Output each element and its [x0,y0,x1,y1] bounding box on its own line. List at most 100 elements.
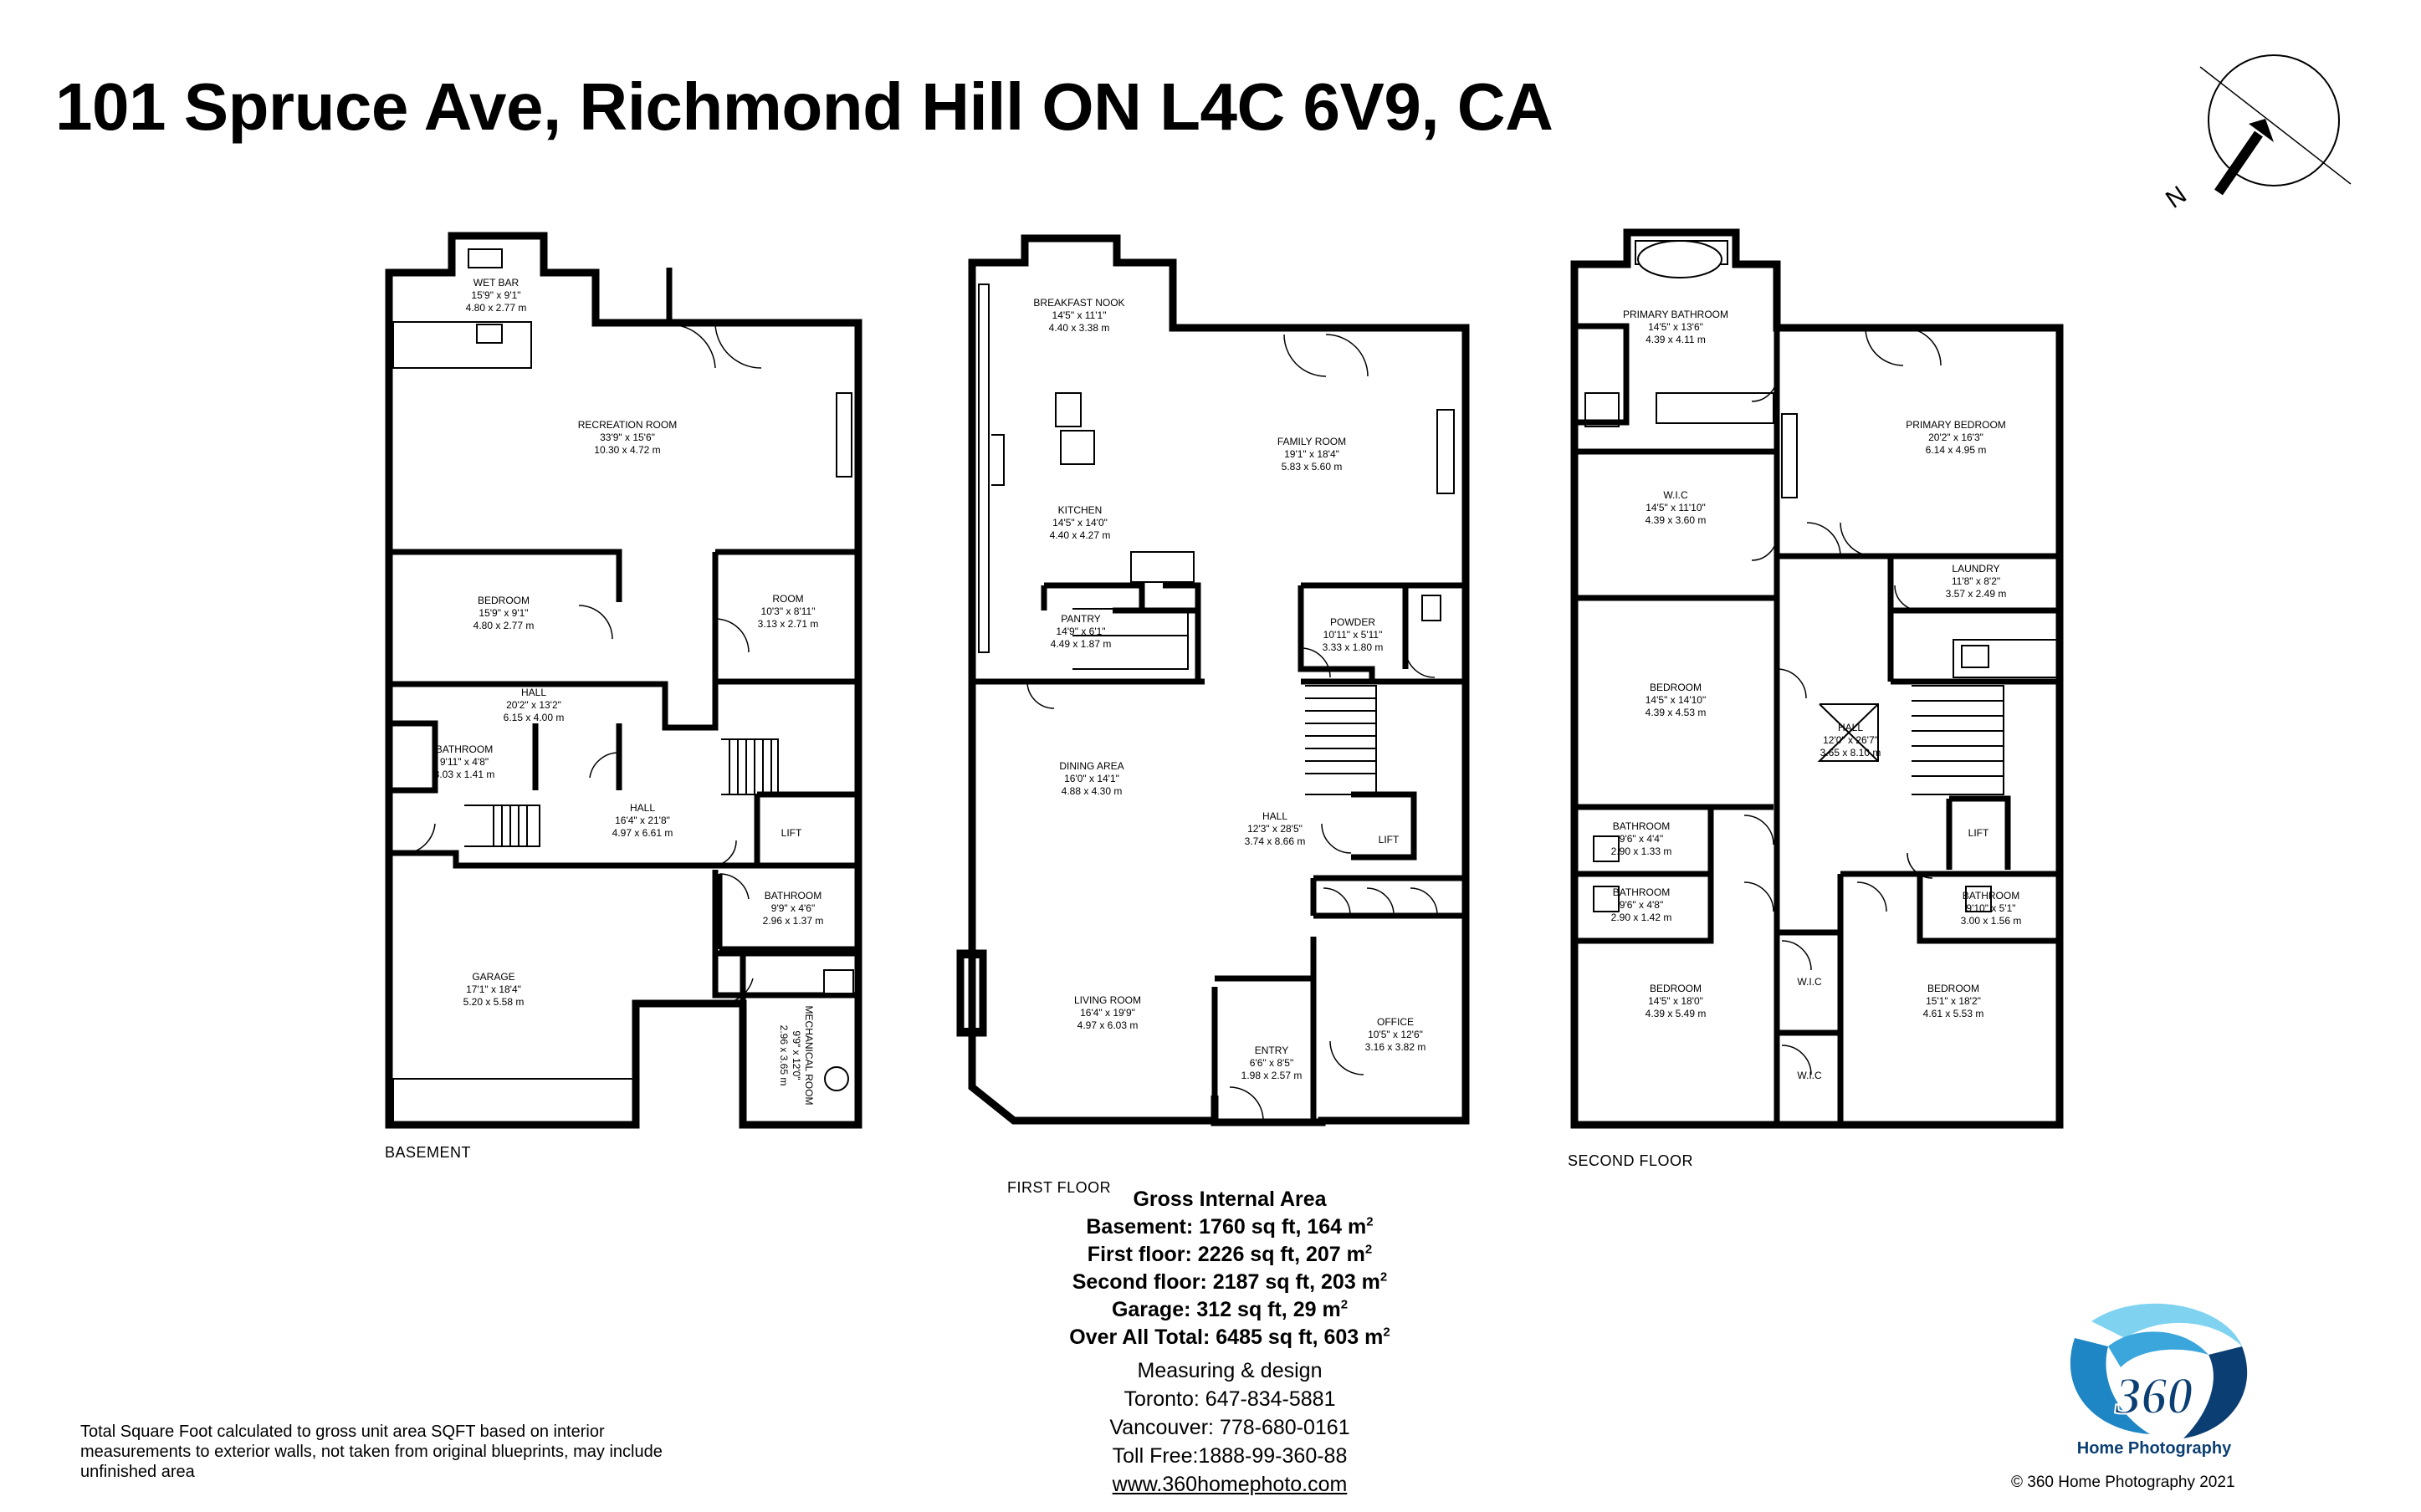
room-dims-imperial: 20'2" x 16'3" [1928,432,1983,443]
room-dims-imperial: 10'3" x 8'11" [761,605,816,617]
room-dims-metric: 3.57 x 2.49 m [1946,588,2007,600]
room-dims-imperial: 14'9" x 6'1" [1056,626,1105,637]
gia-line-total: Over All Total: 6485 sq ft, 603 m2 [1069,1325,1390,1349]
copyright-text: © 360 Home Photography 2021 [2011,1474,2235,1491]
floor-label-basement: BASEMENT [385,1144,472,1161]
logo-text: Home Photography [2077,1439,2232,1458]
room-dims-metric: 2.90 x 1.42 m [1611,912,1672,923]
room-dims-imperial: 10'11" x 5'11" [1323,629,1383,641]
room-dims-metric: 3.74 x 8.66 m [1245,835,1306,847]
room-name: ROOM [772,593,803,605]
floor-label-first-floor: FIRST FLOOR [1007,1179,1112,1196]
disclaimer-text: Total Square Foot calculated to gross un… [80,1423,663,1481]
room-name: PRIMARY BEDROOM [1906,419,2006,431]
room-dims-metric: 4.61 x 5.53 m [1923,1008,1984,1019]
room-dims-metric: 4.80 x 2.77 m [466,302,527,314]
room-name: W.I.C [1797,1070,1822,1081]
room-name: HALL [1262,810,1287,822]
contact-toronto-phone: Toronto: 647-834-5881 [1123,1387,1336,1411]
room-name: OFFICE [1377,1016,1414,1028]
room-name: PRIMARY BATHROOM [1623,309,1728,320]
room-dims-imperial: 6'6" x 8'5" [1250,1057,1293,1069]
room-dims-metric: 2.96 x 1.37 m [763,915,824,927]
room-dims-imperial: 12'3" x 28'5" [1247,823,1303,835]
room-dims-metric: 3.65 x 8.10 m [1820,747,1881,759]
basement-plan [385,232,862,1129]
room-dims-imperial: 14'5" x 13'6" [1648,321,1703,333]
contact-toll-free: Toll Free:1888-99-360-88 [1112,1444,1348,1468]
room-name: PANTRY [1061,613,1101,625]
room-name: BATHROOM [436,743,493,755]
company-logo: 360 Home Photography [2070,1303,2248,1458]
room-dims-imperial: 15'9" x 9'1" [471,289,520,301]
room-dims-metric: 4.49 x 1.87 m [1051,638,1112,650]
room-name: HALL [1838,722,1863,733]
room-dims-imperial: 14'5" x 11'1" [1052,309,1107,321]
gia-line-first-floor: First floor: 2226 sq ft, 207 m2 [1087,1242,1373,1266]
room-name: LAUNDRY [1952,563,1999,575]
room-name: W.I.C [1797,976,1822,988]
room-name: LIFT [781,827,802,839]
room-dims-imperial: 16'4" x 19'9" [1080,1007,1135,1019]
room-dims-imperial: 9'6" x 4'4" [1620,833,1663,845]
room-dims-metric: 3.00 x 1.56 m [1961,915,2022,927]
room-dims-imperial: 9'10" x 5'1" [1966,902,2015,914]
room-name: LIFT [1379,834,1400,845]
room-name: BEDROOM [1650,682,1702,693]
room-dims-metric: 3.33 x 1.80 m [1323,641,1384,653]
room-name: BEDROOM [478,595,530,606]
room-dims-metric: 6.15 x 4.00 m [504,712,565,723]
room-dims-metric: 4.39 x 4.11 m [1646,334,1706,345]
room-dims-imperial: 14'5" x 11'10" [1646,502,1706,513]
room-name: BEDROOM [1650,983,1702,994]
logo-number: 360 [2115,1368,2193,1425]
room-name: LIFT [1968,827,1989,839]
room-dims-metric: 4.39 x 3.60 m [1646,514,1707,526]
room-name: ENTRY [1255,1045,1288,1056]
first-floor-plan [956,234,1470,1126]
room-dims-metric: 1.98 x 2.57 m [1241,1070,1303,1081]
room-dims-imperial: 17'1" x 18'4" [466,983,521,995]
contact-heading: Measuring & design [1137,1359,1323,1382]
north-arrow-compass: N [2161,54,2352,214]
room-dims-metric: 4.39 x 4.53 m [1646,707,1707,718]
gia-line-garage: Garage: 312 sq ft, 29 m2 [1111,1297,1349,1321]
room-dims-imperial: 9'9" x 4'6" [771,902,815,914]
room-dims-imperial: 16'0" x 14'1" [1064,773,1119,784]
room-name: BATHROOM [765,890,822,902]
room-dims-imperial: 9'6" x 4'8" [1620,899,1663,911]
room-dims-metric: 2.90 x 1.33 m [1611,845,1672,857]
room-dims-imperial: 14'5" x 14'10" [1646,694,1707,706]
room-dims-metric: 4.39 x 5.49 m [1646,1008,1707,1019]
room-name: BREAKFAST NOOK [1033,297,1124,309]
room-name: LIVING ROOM [1074,994,1141,1006]
room-name: HALL [521,687,546,698]
room-dims-imperial: 14'5" x 18'0" [1648,995,1703,1007]
floor-label-second-floor: SECOND FLOOR [1568,1152,1694,1169]
website-link[interactable]: www.360homephoto.com [1112,1473,1348,1496]
room-dims-metric: 4.40 x 4.27 m [1050,529,1111,541]
room-dims-imperial: 12'0" x 26'7" [1823,734,1878,746]
room-dims-imperial: 16'4" x 21'8" [615,815,670,826]
contact-info: Measuring & design Toronto: 647-834-5881… [1029,1356,1431,1499]
room-name: BEDROOM [1927,983,1979,994]
room-dims-metric: 5.83 x 5.60 m [1282,461,1343,472]
room-dims-imperial: 11'8" x 8'2" [1952,575,2000,587]
room-name: BATHROOM [1613,820,1670,832]
room-labels: WET BAR 15'9" x 9'1" 4.80 x 2.77 m RECRE… [434,277,2022,1105]
gia-line-second-floor: Second floor: 2187 sq ft, 203 m2 [1072,1269,1388,1294]
room-dims-metric: 4.88 x 4.30 m [1062,785,1123,797]
room-dims-imperial: 9'9" x 12'0" [791,1030,802,1080]
room-name: WET BAR [473,277,520,289]
room-dims-metric: 3.16 x 3.82 m [1365,1041,1426,1053]
room-name: BATHROOM [1963,890,2019,902]
room-dims-metric: 4.40 x 3.38 m [1049,322,1110,334]
room-dims-imperial: 19'1" x 18'4" [1284,448,1339,460]
room-name: W.I.C [1663,489,1688,501]
room-dims-imperial: 14'5" x 14'0" [1052,517,1108,529]
room-name: MECHANICAL ROOM [803,1006,815,1106]
room-name: KITCHEN [1058,504,1103,516]
room-name: POWDER [1330,616,1375,628]
page-title: 101 Spruce Ave, Richmond Hill ON L4C 6V9… [55,69,1553,144]
